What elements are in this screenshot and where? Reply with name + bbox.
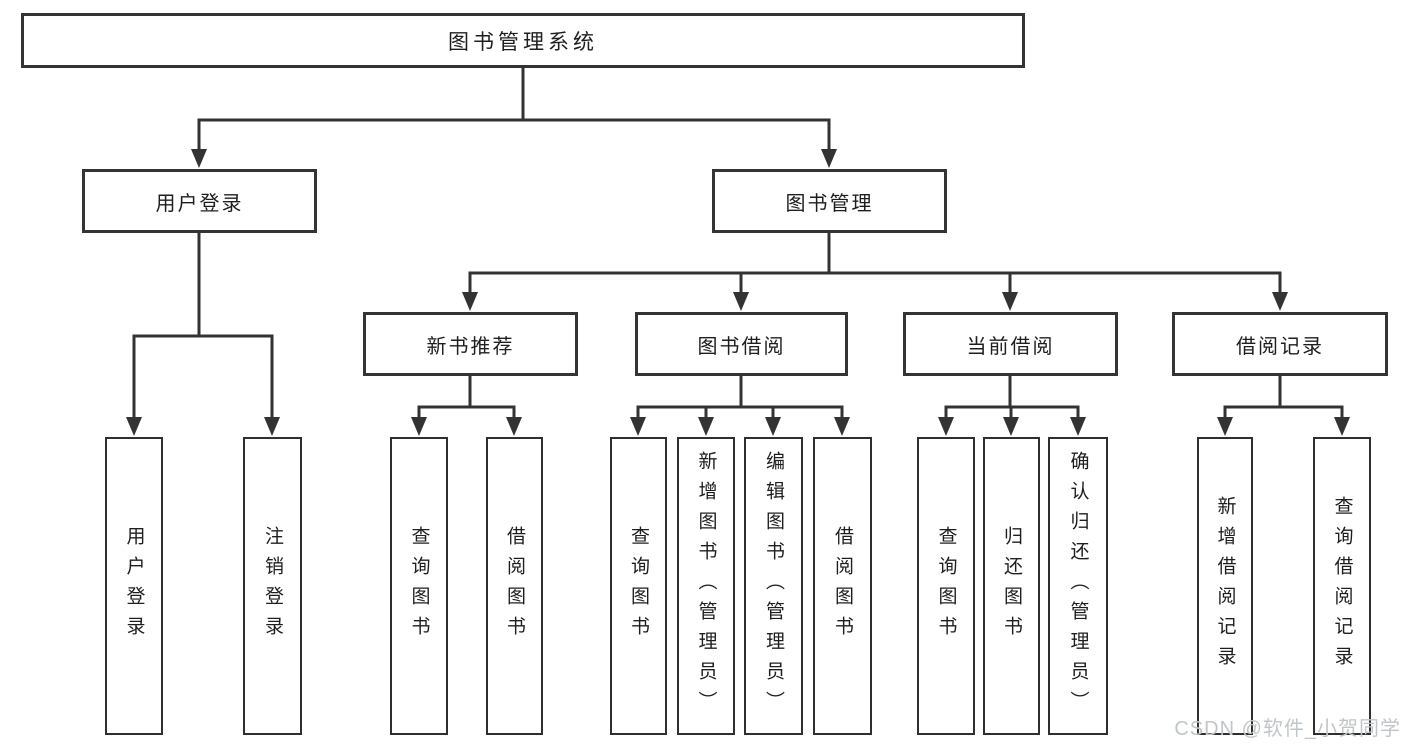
leaf-query-book-current: 查询图书 <box>917 437 975 735</box>
leaf-add-book-admin: 新增图书（管理员） <box>677 437 735 735</box>
leaf-borrow-book: 借阅图书 <box>813 437 872 735</box>
leaf-add-borrow-record: 新增借阅记录 <box>1197 437 1253 735</box>
node-book-management: 图书管理 <box>712 169 947 233</box>
node-user-login: 用户登录 <box>82 169 317 233</box>
leaf-query-book-recommend: 查询图书 <box>390 437 448 735</box>
leaf-query-borrow-record: 查询借阅记录 <box>1313 437 1371 735</box>
leaf-logout: 注销登录 <box>243 437 302 735</box>
leaf-confirm-return-admin: 确认归还（管理员） <box>1048 437 1108 735</box>
leaf-edit-book-admin: 编辑图书（管理员） <box>744 437 803 735</box>
node-root: 图书管理系统 <box>21 13 1025 68</box>
leaf-borrow-book-recommend: 借阅图书 <box>486 437 543 735</box>
leaf-user-login: 用户登录 <box>105 437 163 735</box>
node-new-book-recommend: 新书推荐 <box>363 312 578 376</box>
leaf-query-book-borrow: 查询图书 <box>610 437 667 735</box>
node-current-borrow: 当前借阅 <box>903 312 1118 376</box>
csdn-watermark: CSDN @软件_小贺同学 <box>1174 718 1401 740</box>
node-book-borrow: 图书借阅 <box>635 312 848 376</box>
node-borrow-record: 借阅记录 <box>1172 312 1388 376</box>
leaf-return-book: 归还图书 <box>983 437 1040 735</box>
